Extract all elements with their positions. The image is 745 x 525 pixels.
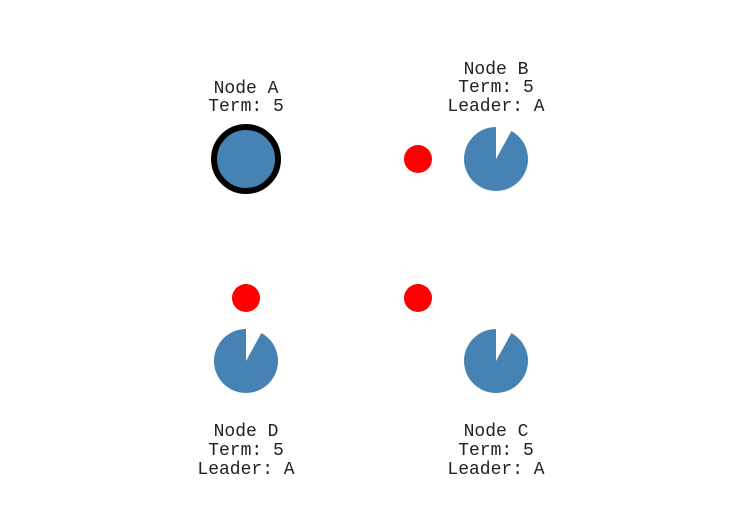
node-b-timer-arc[interactable] xyxy=(464,127,528,191)
node-b-leader: Leader: A xyxy=(447,97,544,117)
node-c[interactable]: Node C Term: 5 Leader: A xyxy=(447,329,545,480)
node-a-circle[interactable] xyxy=(211,124,281,194)
message-to-node-d xyxy=(232,284,260,312)
node-c-leader: Leader: A xyxy=(447,460,544,480)
node-d-timer-arc[interactable] xyxy=(213,329,278,393)
node-c-name: Node C xyxy=(464,422,529,442)
node-a[interactable]: Node A Term: 5 xyxy=(208,79,284,194)
node-d-name: Node D xyxy=(214,422,279,442)
node-a-term: Term: 5 xyxy=(208,97,284,117)
node-c-timer-arc[interactable] xyxy=(464,329,528,394)
node-a-name: Node A xyxy=(214,79,279,99)
node-d-term: Term: 5 xyxy=(208,441,284,461)
node-b[interactable]: Node B Term: 5 Leader: A xyxy=(447,60,545,191)
node-d-leader: Leader: A xyxy=(197,460,294,480)
node-c-term: Term: 5 xyxy=(458,441,534,461)
node-b-term: Term: 5 xyxy=(458,78,534,98)
message-to-node-b xyxy=(404,145,432,173)
node-b-name: Node B xyxy=(464,60,529,80)
message-to-node-c xyxy=(404,284,432,312)
node-d[interactable]: Node D Term: 5 Leader: A xyxy=(197,329,295,480)
